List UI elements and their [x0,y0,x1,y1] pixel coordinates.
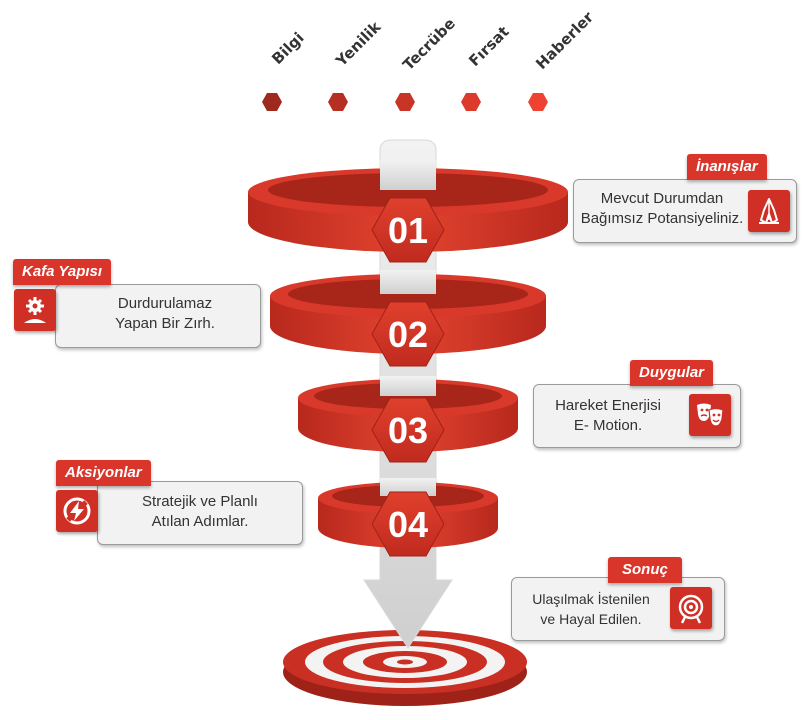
card-duygular-icon-box [689,394,731,436]
card-kafa-yapisi-title: Kafa Yapısı [13,259,112,285]
card-duygular-title: Duygular [630,360,714,386]
card-kafa-yapisi-line1: Durdurulamaz [117,295,213,312]
head-gear-icon [24,297,46,323]
card-inanislar-line2: Bağımsız Potansiyeliniz. [580,210,744,227]
card-inanislar-icon-box [748,190,790,232]
card-sonuc-line1: Ulaşılmak İstenilen [532,591,650,607]
card-sonuc-text: Ulaşılmak İstenilen ve Hayal Edilen. [516,589,666,629]
card-inanislar-title: İnanışlar [687,154,767,180]
card-inanislar-line1: Mevcut Durumdan [600,190,724,207]
hex-marker-tecrube [395,93,415,111]
step-number-01: 01 [388,210,428,251]
card-aksiyonlar-text: Stratejik ve Planlı Atılan Adımlar. [112,492,288,532]
card-duygular-line1: Hareket Enerjisi [555,397,661,414]
hex-marker-haberler [528,93,548,111]
hex-marker-yenilik [328,93,348,111]
action-bolt-icon [63,497,91,525]
card-aksiyonlar-title: Aksiyonlar [56,460,151,486]
card-kafa-yapisi-line2: Yapan Bir Zırh. [115,315,215,332]
step-hex-02: 02 [371,301,445,367]
card-aksiyonlar-line1: Stratejik ve Planlı [142,493,258,510]
praying-hands-icon [759,198,779,224]
step-hex-01: 01 [371,197,445,263]
card-kafa-yapisi-icon-box [14,289,56,331]
step-hex-04: 04 [371,491,445,557]
hex-marker-bilgi [262,93,282,111]
card-duygular-line2: E- Motion. [573,417,643,434]
card-inanislar-text: Mevcut Durumdan Bağımsız Potansiyeliniz. [578,189,746,229]
theater-masks-icon [697,403,724,427]
card-aksiyonlar-icon-box [56,490,98,532]
step-number-03: 03 [388,410,428,451]
target-base [283,630,527,706]
hex-marker-firsat [461,93,481,111]
step-number-04: 04 [388,504,428,545]
card-sonuc-icon-box [670,587,712,629]
card-kafa-yapisi-text: Durdurulamaz Yapan Bir Zırh. [80,294,250,334]
card-sonuc-line2: ve Hayal Edilen. [540,611,642,627]
step-hex-03: 03 [371,397,445,463]
card-kafa-yapisi [55,284,261,348]
card-aksiyonlar-line2: Atılan Adımlar. [151,513,249,530]
card-sonuc-title: Sonuç [608,557,682,583]
step-number-02: 02 [388,314,428,355]
card-duygular-text: Hareket Enerjisi E- Motion. [538,396,678,436]
target-icon [678,594,704,624]
